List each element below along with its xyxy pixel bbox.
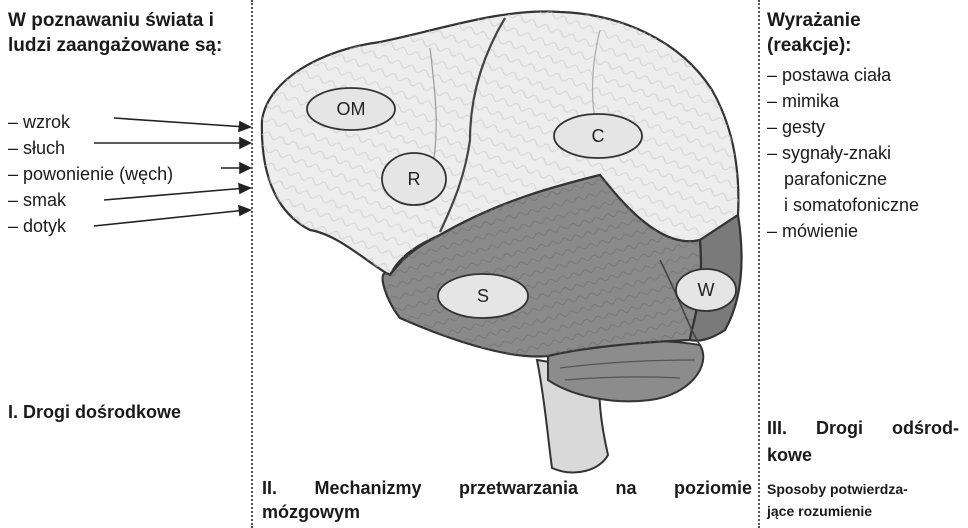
reaction-item: parafoniczne xyxy=(767,166,919,192)
region-label: S xyxy=(477,286,489,306)
region-label: OM xyxy=(337,99,366,119)
sense-arrows xyxy=(94,118,250,226)
right-footer-sub-line: Sposoby potwierdza- xyxy=(767,478,908,500)
right-heading-line: (reakcje): xyxy=(767,33,861,58)
right-heading: Wyrażanie (reakcje): xyxy=(767,8,861,58)
right-footer-sub: Sposoby potwierdza- jące rozumienie xyxy=(767,478,908,522)
region-label: W xyxy=(698,280,715,300)
right-footer-line2: kowe xyxy=(767,445,812,466)
reaction-item: – mówienie xyxy=(767,218,919,244)
region-label: C xyxy=(592,126,605,146)
right-footer-sub-line: jące rozumienie xyxy=(767,500,908,522)
reactions-list: – postawa ciała – mimika – gesty – sygna… xyxy=(767,62,919,244)
center-footer-line2: mózgowym xyxy=(262,502,360,523)
reaction-item: – gesty xyxy=(767,114,919,140)
center-footer-line1: II. Mechanizmy przetwarzania na poziomie xyxy=(262,478,752,499)
reaction-item: – mimika xyxy=(767,88,919,114)
right-heading-line: Wyrażanie xyxy=(767,8,861,33)
reaction-item: – sygnały-znaki xyxy=(767,140,919,166)
region-label: R xyxy=(408,169,421,189)
right-footer-line1: III. Drogi odśrod- xyxy=(767,418,959,439)
reaction-item: i somatofoniczne xyxy=(767,192,919,218)
reaction-item: – postawa ciała xyxy=(767,62,919,88)
